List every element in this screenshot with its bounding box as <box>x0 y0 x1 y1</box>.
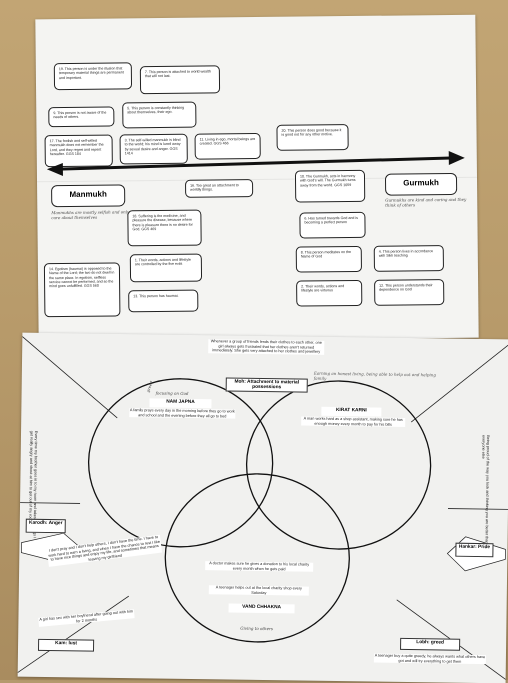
moh-scenario: Whenever a group of friends lends their … <box>208 339 325 355</box>
hankar-label: Hankar: Pride <box>455 542 494 558</box>
statement-box: 12. This person understands their depend… <box>374 279 445 306</box>
moh-label: Moh: Attachment to material possessions <box>225 377 308 393</box>
handwritten-nam-note: focusing on God <box>155 390 189 396</box>
handwritten-kirat-note: Earning an honest living, being able to … <box>313 370 436 381</box>
statement-box: 1. Their words, actions and lifestyle ar… <box>129 253 203 283</box>
hankar-scenario: Being proud of the way you look and thin… <box>481 435 491 544</box>
worksheet-manmukh-gurmukh: 19. This person is under the illusion th… <box>35 14 479 343</box>
lobh-label: Lobh: greed <box>400 637 461 651</box>
nam-japna-label: NAM JAPNA <box>149 398 212 409</box>
nam-japna-scenario: A family prays every day in the morning … <box>129 408 236 419</box>
statement-box: 16. Too great an attachment to worldly t… <box>185 179 254 198</box>
vand-chhakna-label: VAND CHHAKNA <box>228 603 295 614</box>
handwritten-gurmukh-note: Gurmukhs are kind and caring and they th… <box>385 196 467 208</box>
venn-circle-vand-chhakna <box>164 473 350 643</box>
karodh-label: Karodh: Anger <box>25 518 66 534</box>
kam-label: Kam: lust <box>37 638 95 652</box>
venn-circle-kirat-karni <box>245 380 432 550</box>
vand-chhakna-scenario-1: A doctor makes sure he gives a donation … <box>205 561 314 572</box>
statement-box: 8. This person meditates on the Name of … <box>295 245 362 273</box>
handwritten-manmukh-note: Manmukhs are mostly selfish and only car… <box>51 209 130 221</box>
statement-box: 2. Their words, actions and lifestyle ar… <box>296 279 363 307</box>
venn-circle-nam-japna <box>87 378 274 548</box>
manmukh-title: Manmukh <box>51 184 126 208</box>
handwritten-vand-note: Giving to others <box>240 625 273 632</box>
statement-box: 13. This person has haumai. <box>128 289 199 313</box>
continuum-arrow <box>46 150 465 177</box>
statement-box: 4. This person lives in accordance with … <box>373 245 444 272</box>
statement-box: 10. The Gurmukh, acts in harmony with Go… <box>294 169 366 203</box>
kirat-karni-scenario: A man works hard as a shop assistant, ma… <box>301 416 406 427</box>
statement-box: 6. Has turned towards God and is becomin… <box>299 211 366 239</box>
statement-box: 18. Suffering is the medicine, and pleas… <box>127 209 202 247</box>
statement-box: 14. Egotism (haumai) is opposed to the N… <box>43 262 121 318</box>
lobh-scenario: A teenager buy a quite greedy, he always… <box>373 653 486 665</box>
vand-chhakna-scenario-2: A teenager helps out at the local charit… <box>208 585 309 596</box>
kirat-karni-label: KIRAT KARNI <box>321 406 382 417</box>
gurmukh-title: Gurmukh <box>384 172 458 196</box>
worksheet-venn-diagram: Whenever a group of friends lends their … <box>17 332 508 683</box>
